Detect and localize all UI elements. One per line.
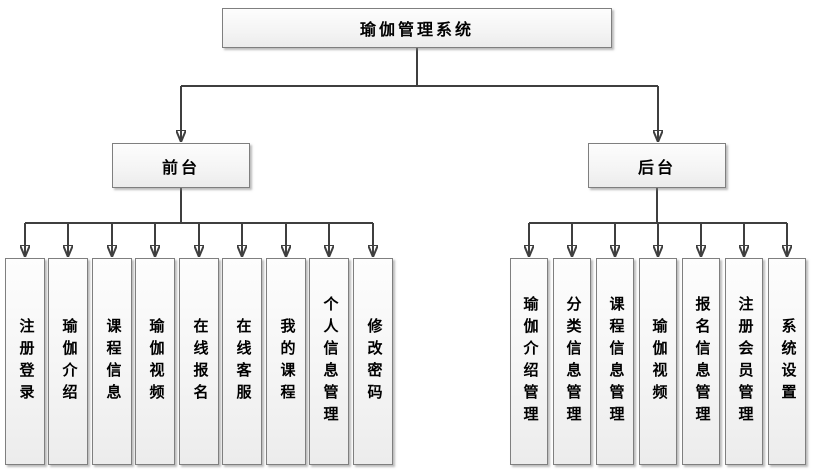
node-root-label: 瑜伽管理系统 [359, 22, 474, 39]
node-backend-leaf: 分类信息管理 [553, 258, 591, 465]
connector-frontend-to-leaves [25, 188, 373, 256]
node-frontend-leaf: 瑜伽视频 [135, 258, 175, 465]
node-backend-leaf: 瑜伽视频 [639, 258, 677, 465]
connector-root-to-branches [181, 48, 658, 141]
node-label: 在线报名 [191, 317, 208, 406]
node-backend-leaf: 注册会员管理 [725, 258, 763, 465]
node-label: 课程信息管理 [607, 295, 624, 428]
node-label: 系统设置 [779, 317, 796, 406]
node-label: 个人信息管理 [321, 295, 338, 428]
node-label: 瑜伽介绍 [60, 317, 77, 406]
connector-backend-to-leaves [529, 188, 787, 256]
node-frontend-leaf: 修改密码 [353, 258, 393, 465]
node-backend: 后台 [588, 143, 726, 188]
node-frontend-leaf: 课程信息 [92, 258, 132, 465]
node-backend-label: 后台 [637, 159, 676, 177]
node-backend-leaf: 系统设置 [768, 258, 806, 465]
node-root: 瑜伽管理系统 [222, 8, 612, 48]
node-label: 瑜伽视频 [147, 317, 164, 406]
node-frontend-leaf: 在线客服 [222, 258, 262, 465]
node-label: 注册会员管理 [736, 295, 753, 428]
node-label: 修改密码 [365, 317, 382, 406]
node-label: 课程信息 [104, 317, 121, 406]
node-label: 我的课程 [278, 317, 295, 406]
node-label: 瑜伽视频 [650, 317, 667, 406]
node-label: 分类信息管理 [564, 295, 581, 428]
node-frontend-leaf: 我的课程 [266, 258, 306, 465]
node-frontend-leaf: 瑜伽介绍 [48, 258, 88, 465]
node-label: 瑜伽介绍管理 [521, 295, 538, 428]
node-label: 在线客服 [234, 317, 251, 406]
node-frontend-leaf: 注册登录 [5, 258, 45, 465]
node-frontend-label: 前台 [161, 159, 200, 177]
node-label: 报名信息管理 [693, 295, 710, 428]
node-frontend-leaf: 个人信息管理 [309, 258, 349, 465]
node-backend-leaf: 报名信息管理 [682, 258, 720, 465]
node-frontend-leaf: 在线报名 [179, 258, 219, 465]
node-backend-leaf: 课程信息管理 [596, 258, 634, 465]
node-backend-leaf: 瑜伽介绍管理 [510, 258, 548, 465]
node-frontend: 前台 [112, 143, 250, 188]
node-label: 注册登录 [17, 317, 34, 406]
